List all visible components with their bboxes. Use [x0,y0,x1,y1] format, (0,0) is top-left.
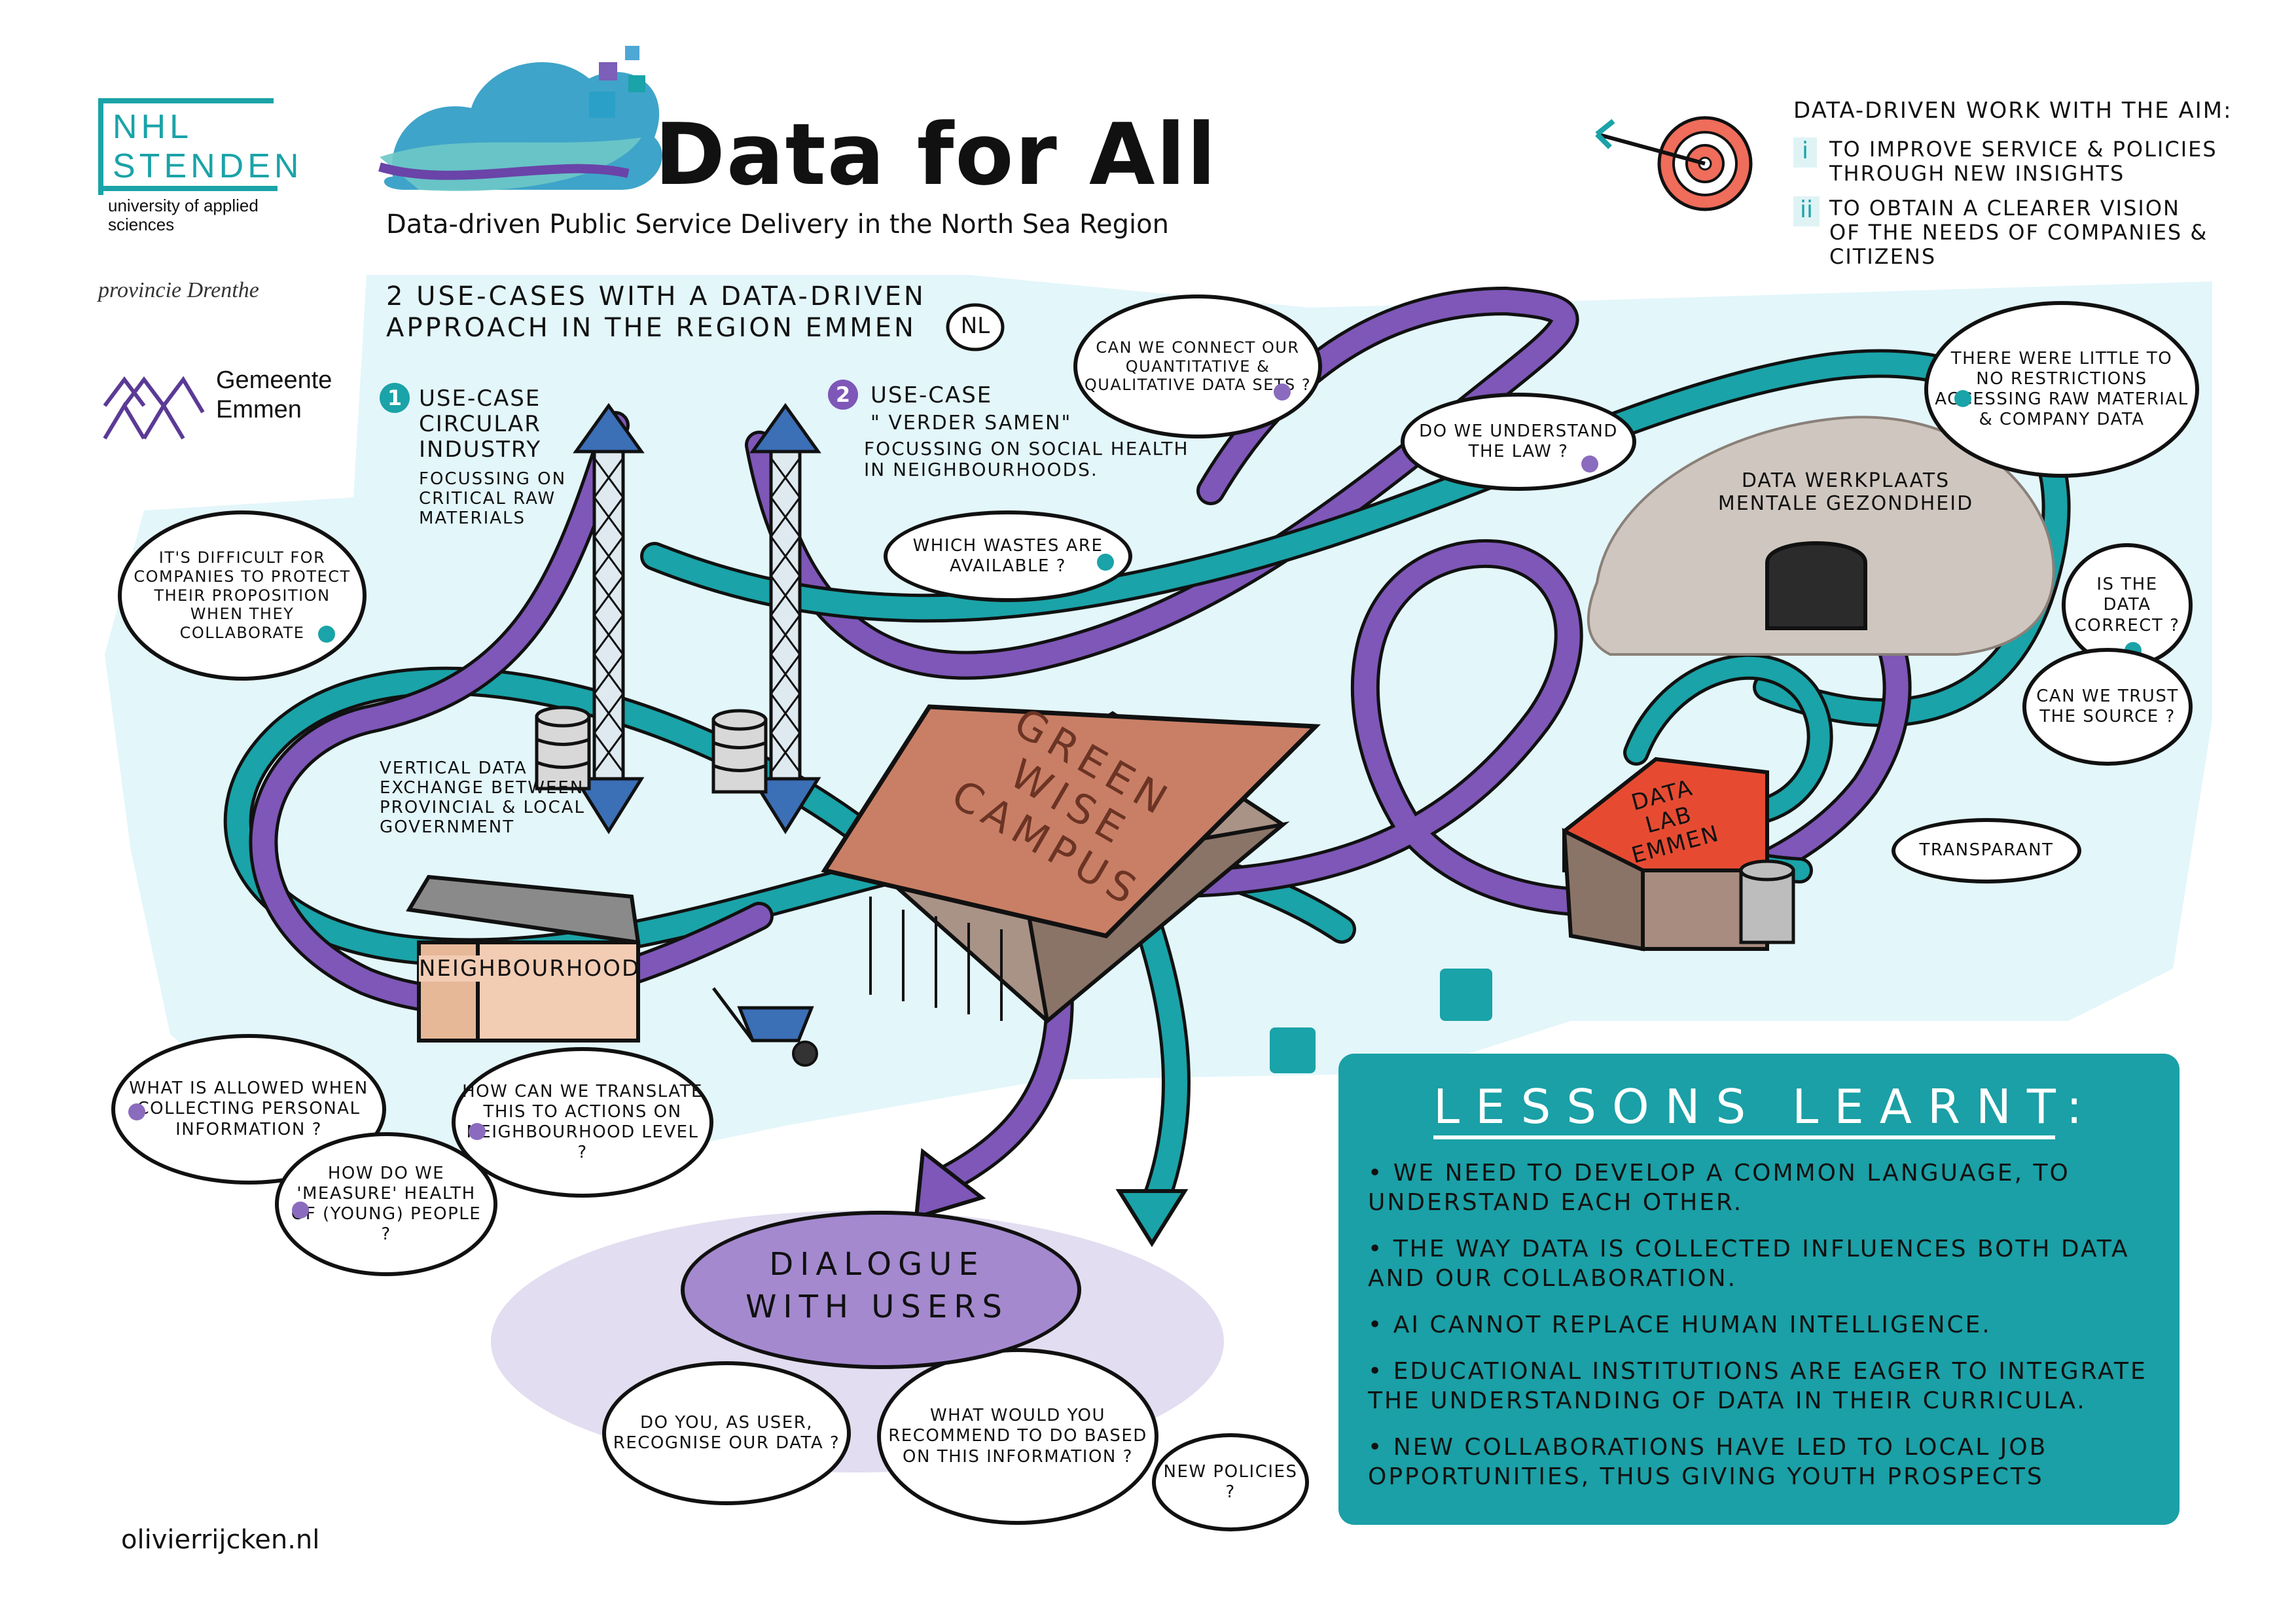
usecase1-desc: FOCUSSING ON CRITICAL RAW MATERIALS [419,469,567,528]
page-title: Data for All [655,105,1217,204]
aim-item2-num: ii [1793,196,1820,226]
dialogue-ellipse [681,1211,1081,1369]
bubble-difficult-text: IT'S DIFFICULT FOR COMPANIES TO PROTECT … [134,548,351,643]
usecase2-name: " VERDER SAMEN" [870,412,1072,435]
bubble-recognise: DO YOU, AS USER, RECOGNISE OUR DATA ? [602,1361,851,1505]
lesson-item-text: AI CANNOT REPLACE HUMAN INTELLIGENCE. [1393,1311,1992,1338]
nhl-stenden-logo: NHL STENDEN [98,98,298,195]
emmen-logo-icon [98,366,209,445]
bubble-connect-text: CAN WE CONNECT OUR QUANTITATIVE & QUALIT… [1084,338,1312,395]
barrel-icon [1739,859,1795,944]
aim-item1-num: i [1793,137,1817,168]
bubble-allowed-text: WHAT IS ALLOWED WHEN COLLECTING PERSONAL… [129,1079,368,1139]
bubble-restrictions: THERE WERE LITTLE TO NO RESTRICTIONS ACC… [1924,301,2199,478]
drenthe-logo: provincie Drenthe [98,278,259,302]
teal-arrowhead [1115,1189,1189,1247]
bubble-transparant-text: TRANSPARANT [1919,840,2054,861]
lesson-item-text: EDUCATIONAL INSTITUTIONS ARE EAGER TO IN… [1368,1358,2147,1414]
lesson-item-text: NEW COLLABORATIONS HAVE LED TO LOCAL JOB… [1368,1434,2048,1490]
tower-left [573,402,645,834]
emmen-logo-line1: Gemeente [216,366,332,394]
purple-dot [128,1103,145,1120]
database-icon-right [711,709,768,794]
teal-dot [318,626,335,643]
deco-square-2 [1270,1027,1316,1073]
nhl-logo-line1: NHL [113,108,193,146]
purple-arrowhead [914,1148,986,1221]
bubble-transparant: TRANSPARANT [1892,818,2081,883]
bubble-restrictions-text: THERE WERE LITTLE TO NO RESTRICTIONS ACC… [1935,348,2189,430]
lessons-panel [1338,1054,2179,1525]
lesson-item: • THE WAY DATA IS COLLECTED INFLUENCES B… [1368,1236,2130,1292]
bubble-difficult: IT'S DIFFICULT FOR COMPANIES TO PROTECT … [118,510,367,681]
dialogue-line2: WITH USERS [745,1289,1009,1325]
database-icon-left [535,705,591,791]
bubble-translate: HOW CAN WE TRANSLATE THIS TO ACTIONS ON … [452,1047,713,1198]
usecase2-title: USE-CASE [870,382,993,408]
emmen-logo-line2: Emmen [216,396,302,423]
purple-dot [1581,455,1598,473]
bubble-policies-text: NEW POLICIES ? [1163,1461,1298,1502]
tower-right [749,402,821,834]
dialogue-line1: DIALOGUE [769,1246,985,1283]
bubble-measure-text: HOW DO WE 'MEASURE' HEALTH OF (YOUNG) PE… [291,1163,482,1245]
campus-barn [821,704,1321,1025]
lesson-item-text: THE WAY DATA IS COLLECTED INFLUENCES BOT… [1368,1236,2130,1292]
data-for-all-logo-icon [378,46,662,191]
bubble-recommend: WHAT WOULD YOU RECOMMEND TO DO BASED ON … [877,1348,1158,1525]
lessons-heading: LESSONS LEARNT: [1433,1079,2098,1134]
aim-heading: DATA-DRIVEN WORK WITH THE AIM: [1793,98,2233,124]
usecase2-desc: FOCUSSING ON SOCIAL HEALTH IN NEIGHBOURH… [864,438,1189,481]
lesson-item-text: WE NEED TO DEVELOP A COMMON LANGUAGE, TO… [1368,1160,2070,1216]
usecases-intro-line1: 2 USE-CASES WITH A DATA-DRIVEN [386,281,926,312]
bubble-correct-text: IS THE DATA CORRECT ? [2074,575,2180,635]
lessons-list: • WE NEED TO DEVELOP A COMMON LANGUAGE, … [1368,1158,2153,1508]
bubble-wastes: WHICH WASTES ARE AVAILABLE ? [884,510,1132,602]
bubble-recommend-text: WHAT WOULD YOU RECOMMEND TO DO BASED ON … [888,1406,1147,1467]
country-badge-label: NL [960,313,990,339]
purple-dot [469,1123,486,1140]
nl-badge [946,303,1005,351]
neighbourhood-label: NEIGHBOURHOOD [419,955,641,982]
aim-item1: TO IMPROVE SERVICE & POLICIES THROUGH NE… [1829,137,2217,186]
usecases-intro-line2: APPROACH IN THE REGION EMMEN [386,313,916,343]
werkplaats-label: DATA WERKPLAATS MENTALE GEZONDHEID [1717,469,1974,515]
footer-credit: olivierrijcken.nl [121,1525,320,1555]
bubble-law: DO WE UNDERSTAND THE LAW ? [1401,393,1636,491]
bubble-correct: IS THE DATA CORRECT ? [2062,543,2193,668]
bubble-policies: NEW POLICIES ? [1152,1433,1309,1531]
bubble-trust-text: CAN WE TRUST THE SOURCE ? [2036,686,2179,726]
usecase1-number: 1 [380,383,410,413]
bubble-wastes-text: WHICH WASTES ARE AVAILABLE ? [912,535,1103,576]
werkplaats-mound [1587,416,2055,656]
wheelbarrow-icon [712,987,818,1067]
deco-square-1 [1440,969,1492,1021]
vertical-exchange-label: VERTICAL DATA EXCHANGE BETWEEN PROVINCIA… [380,758,586,837]
bubble-law-text: DO WE UNDERSTAND THE LAW ? [1419,421,1618,461]
lesson-item: • NEW COLLABORATIONS HAVE LED TO LOCAL J… [1368,1434,2048,1490]
purple-dot [292,1202,309,1219]
lesson-item: • EDUCATIONAL INSTITUTIONS ARE EAGER TO … [1368,1358,2147,1414]
target-icon [1595,116,1753,211]
bubble-recognise-text: DO YOU, AS USER, RECOGNISE OUR DATA ? [613,1412,840,1453]
lessons-underline [1433,1135,2055,1139]
bubble-translate-text: HOW CAN WE TRANSLATE THIS TO ACTIONS ON … [462,1081,703,1163]
purple-dot [1274,383,1291,401]
bubble-connect: CAN WE CONNECT OUR QUANTITATIVE & QUALIT… [1073,294,1322,438]
bubble-trust: CAN WE TRUST THE SOURCE ? [2022,648,2193,766]
bubble-allowed: WHAT IS ALLOWED WHEN COLLECTING PERSONAL… [111,1034,386,1185]
lesson-item: • AI CANNOT REPLACE HUMAN INTELLIGENCE. [1368,1311,1992,1338]
nhl-logo-line2: STENDEN [103,147,298,191]
aim-item2: TO OBTAIN A CLEARER VISION OF THE NEEDS … [1829,196,2208,269]
usecase1-title: USE-CASE CIRCULAR INDUSTRY [419,385,542,463]
nhl-logo-sub: university of applied sciences [108,196,259,234]
teal-dot [1954,390,1971,407]
teal-dot [1097,554,1114,571]
usecase2-number: 2 [828,380,858,410]
bubble-measure: HOW DO WE 'MEASURE' HEALTH OF (YOUNG) PE… [275,1132,497,1276]
lesson-item: • WE NEED TO DEVELOP A COMMON LANGUAGE, … [1368,1160,2070,1216]
page-subtitle: Data-driven Public Service Delivery in t… [386,209,1169,240]
